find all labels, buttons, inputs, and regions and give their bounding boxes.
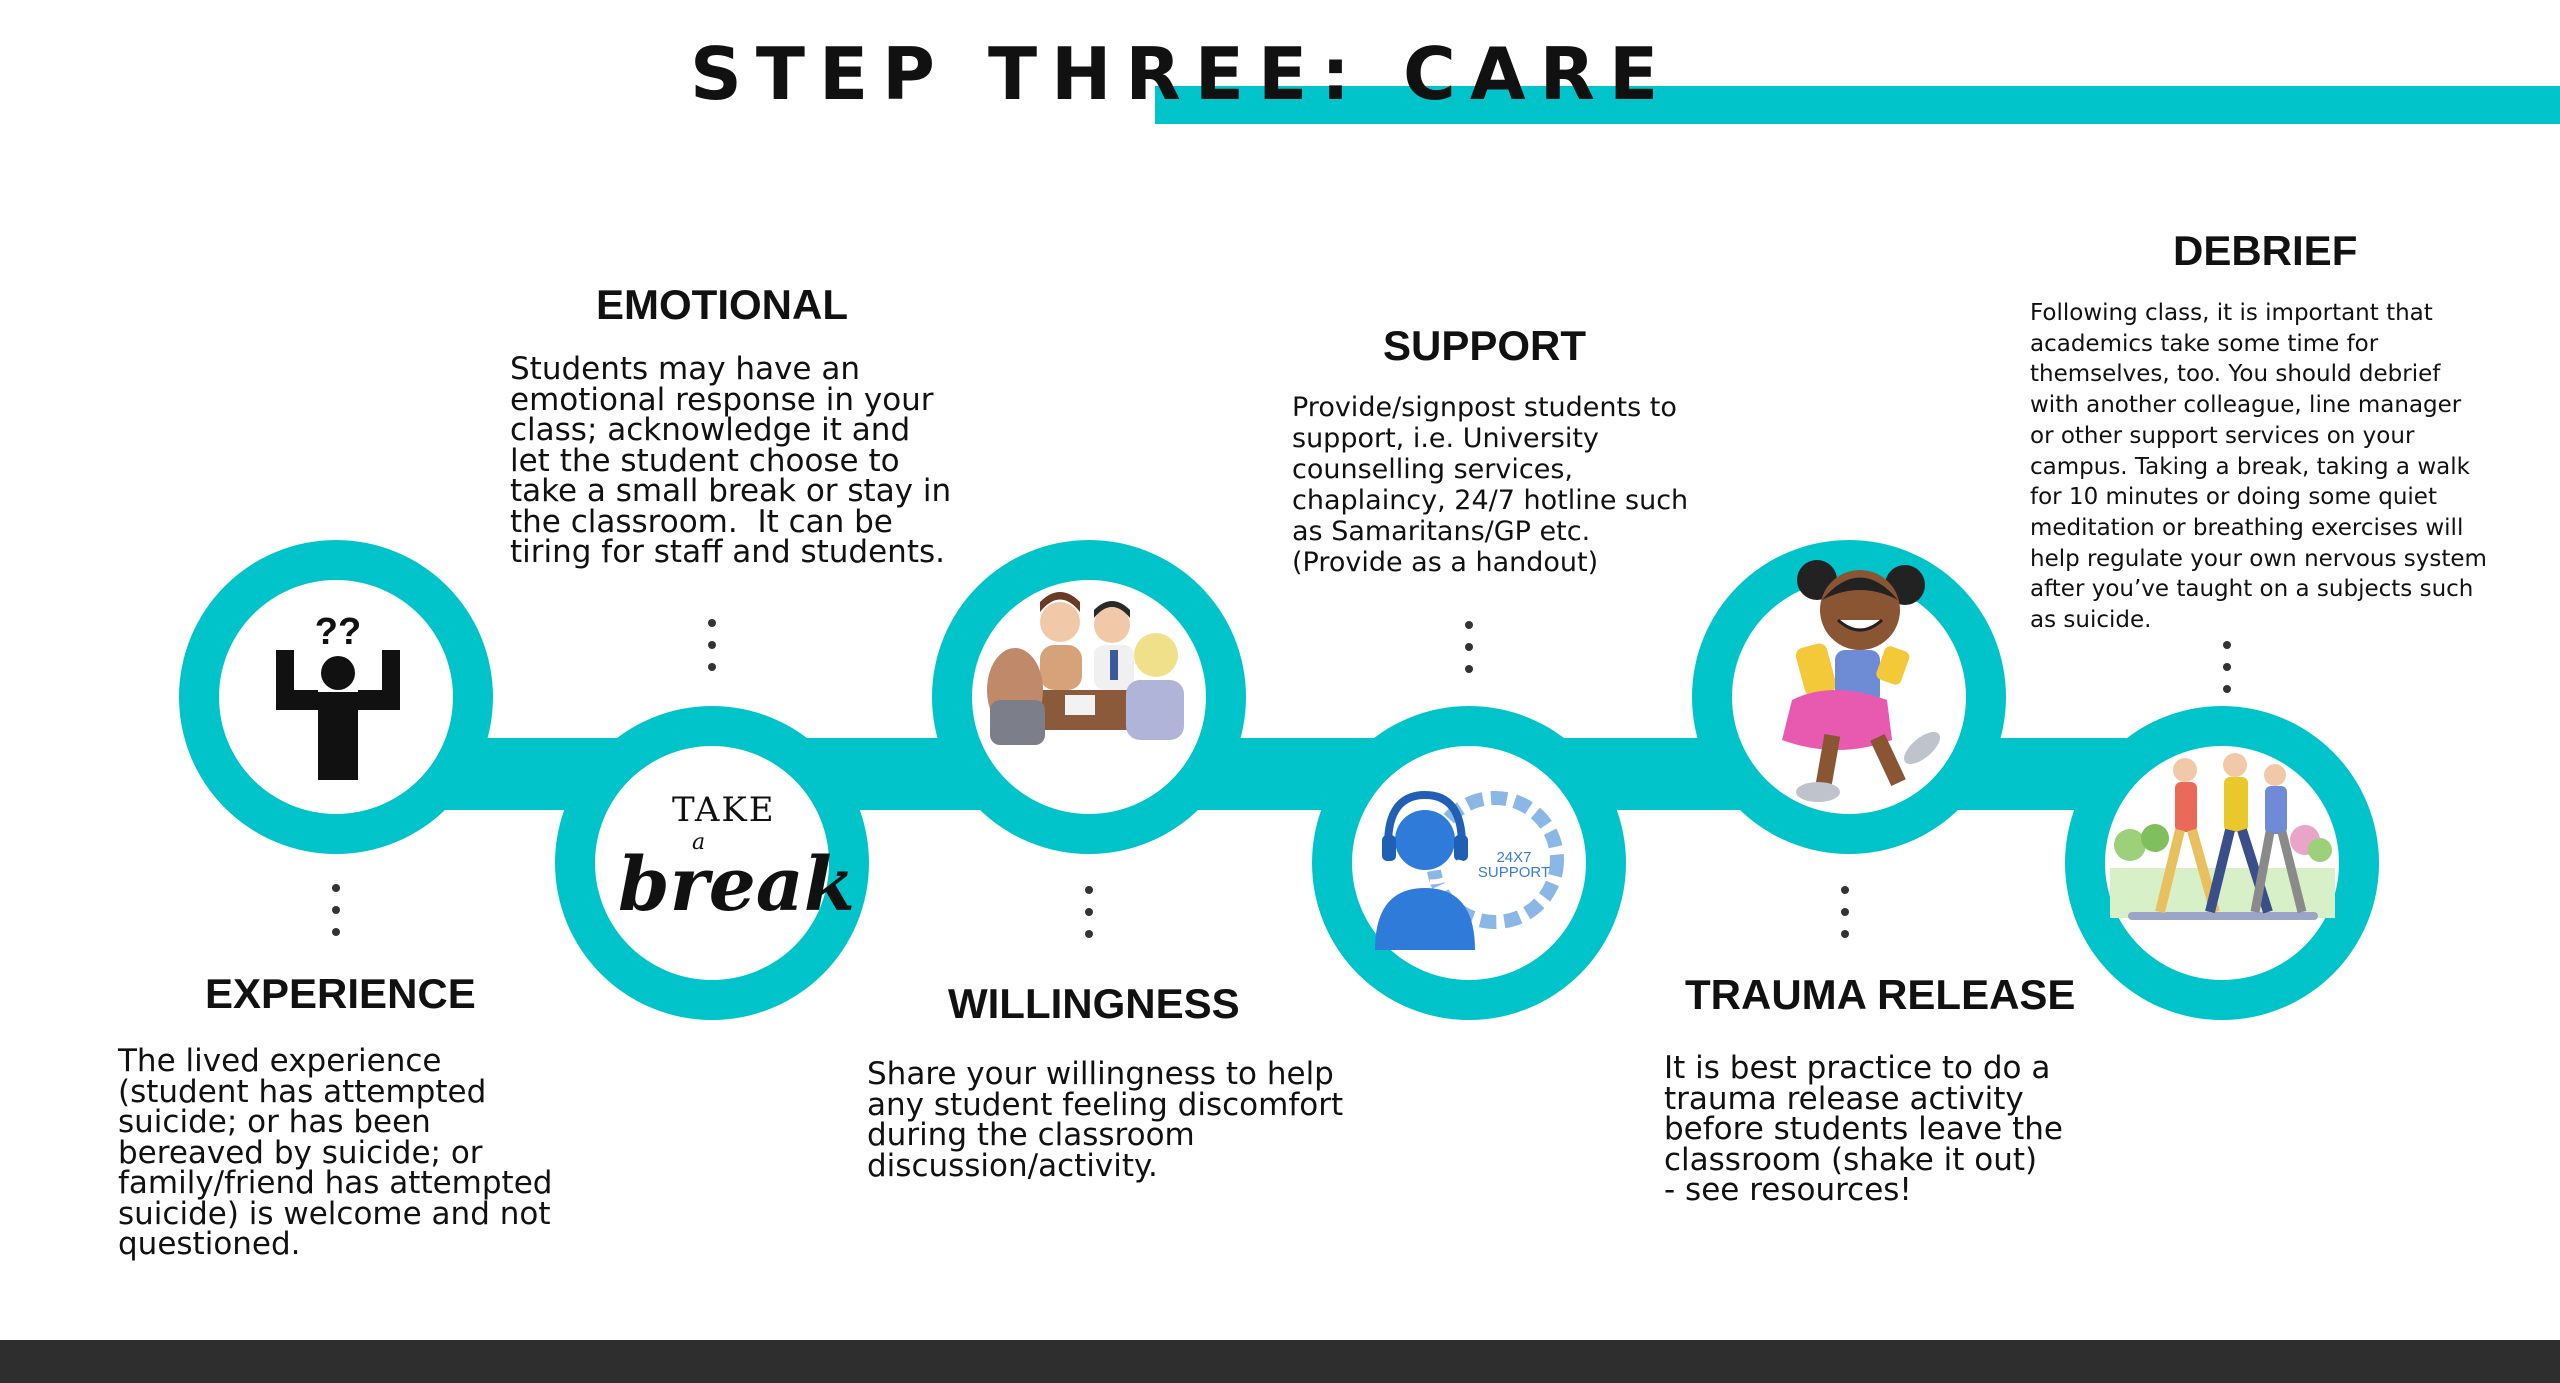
footer-bar: [0, 1340, 2560, 1383]
support-24x7-icon: 24X7 SUPPORT: [1375, 790, 1564, 950]
desc-willingness: Share your willingness to help any stude…: [867, 1056, 1344, 1184]
heading-support: SUPPORT: [1383, 322, 1587, 369]
page-title: STEP THREE: CARE: [690, 32, 1673, 116]
support-icon-label: SUPPORT: [1478, 864, 1550, 881]
desc-debrief: Following class, it is important that ac…: [2030, 300, 2487, 634]
dancing-child-icon: [1782, 560, 1941, 802]
heading-emotional: EMOTIONAL: [596, 281, 848, 328]
people-walking-icon: [2110, 753, 2335, 920]
heading-willingness: WILLINGNESS: [948, 980, 1240, 1027]
break-icon-a: a: [692, 830, 706, 855]
support-icon-number: 24X7: [1496, 849, 1531, 866]
take-a-break-icon: TAKE a break: [612, 780, 855, 940]
desc-emotional: Students may have an emotional response …: [510, 351, 952, 570]
dotted-connectors: [332, 619, 2231, 938]
desc-trauma-release: It is best practice to do a trauma relea…: [1664, 1050, 2063, 1208]
desc-experience: The lived experience (student has attemp…: [118, 1043, 553, 1262]
heading-trauma-release: TRAUMA RELEASE: [1685, 971, 2076, 1018]
break-icon-break: break: [618, 842, 856, 928]
break-icon-take: TAKE: [672, 790, 776, 830]
heading-debrief: DEBRIEF: [2173, 227, 2358, 274]
question-marks: ??: [315, 611, 361, 653]
desc-support: Provide/signpost students to support, i.…: [1292, 392, 1689, 578]
group-discussion-icon: [987, 592, 1184, 745]
title-accent-bar: [1155, 86, 2560, 124]
heading-experience: EXPERIENCE: [205, 970, 476, 1017]
confused-person-icon: ??: [276, 611, 400, 780]
